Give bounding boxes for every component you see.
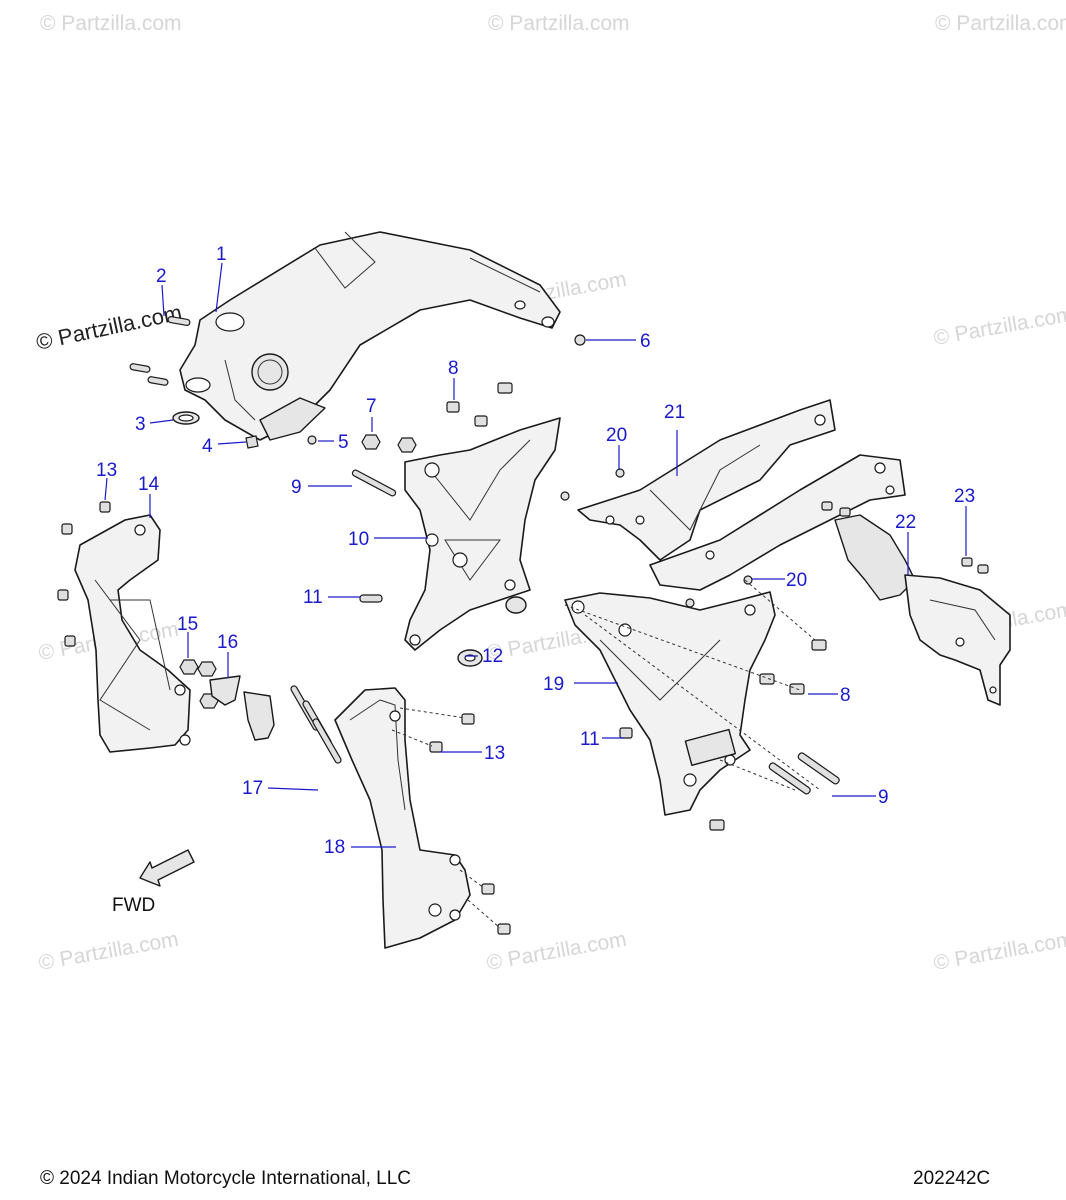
callout-10: 10 [348, 529, 369, 550]
callout-14: 14 [138, 474, 160, 495]
callout-20-second: 20 [786, 570, 807, 591]
callout-22: 22 [895, 512, 916, 533]
part-right-side-plate [821, 501, 1011, 706]
part-mount-links [179, 659, 342, 764]
callout-12: 12 [482, 646, 503, 667]
part-rear-bracket [564, 579, 840, 831]
callout-13: 13 [96, 460, 117, 481]
callout-4: 4 [202, 436, 213, 457]
watermark: © Partzilla.com [932, 303, 1066, 350]
callout-18: 18 [324, 837, 345, 858]
part-left-side-plate [57, 501, 191, 753]
callout-7: 7 [366, 396, 377, 417]
callout-9-second: 9 [878, 787, 889, 808]
watermark: © Partzilla.com [488, 12, 630, 35]
part-rear-subframe [577, 399, 906, 591]
callout-13-second: 13 [484, 743, 505, 764]
watermark: © Partzilla.com [40, 12, 182, 35]
callout-20: 20 [606, 425, 627, 446]
callout-2: 2 [156, 266, 167, 287]
copyright-notice: © 2024 Indian Motorcycle International, … [40, 1168, 411, 1189]
leader-lines [104, 262, 967, 848]
fwd-arrow-icon [139, 849, 195, 887]
fwd-label: FWD [112, 895, 155, 916]
callout-21: 21 [664, 402, 685, 423]
bolt-group-8-top [446, 382, 513, 427]
watermark: © Partzilla.com [932, 928, 1066, 975]
callout-8: 8 [448, 358, 459, 379]
callout-11: 11 [303, 587, 323, 608]
watermark: © Partzilla.com [935, 12, 1066, 35]
part-small-hardware [129, 316, 753, 667]
watermark: © Partzilla.com [37, 928, 180, 975]
diagram-number: 202242C [913, 1168, 991, 1189]
callout-5: 5 [338, 432, 349, 453]
fwd-direction: FWD [112, 849, 195, 916]
callout-17: 17 [242, 778, 263, 799]
callout-23: 23 [954, 486, 975, 507]
callout-15: 15 [177, 614, 198, 635]
watermark-layer: © Partzilla.com © Partzilla.com © Partzi… [34, 12, 1066, 975]
callout-6: 6 [640, 331, 651, 352]
callout-19: 19 [543, 674, 564, 695]
callout-labels: 1 2 3 4 5 6 7 8 9 10 11 12 13 14 15 16 1… [96, 244, 975, 858]
watermark: © Partzilla.com [485, 928, 628, 975]
callout-8-second: 8 [840, 685, 851, 706]
callout-16: 16 [217, 632, 238, 653]
part-lower-bracket [334, 687, 511, 949]
part-main-frame [179, 231, 561, 441]
watermark-main: © Partzilla.com [34, 300, 184, 355]
callout-3: 3 [135, 414, 146, 435]
callout-1: 1 [216, 244, 227, 265]
callout-11-second: 11 [580, 729, 600, 750]
callout-9: 9 [291, 477, 302, 498]
part-center-bracket [404, 417, 561, 651]
